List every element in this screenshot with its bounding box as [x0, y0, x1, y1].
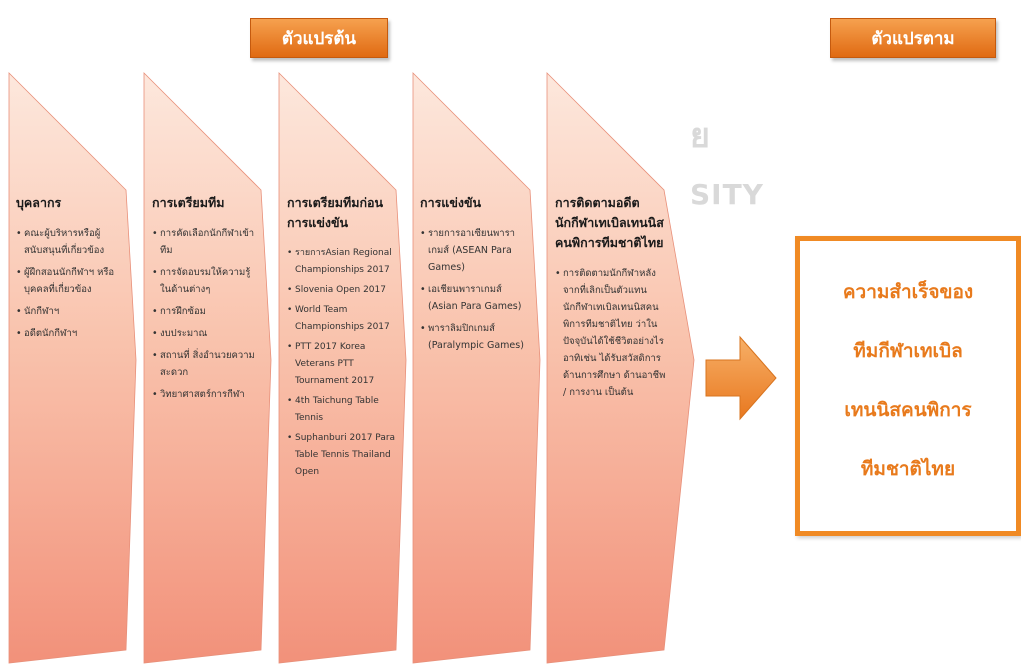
column-title: การเตรียมทีมก่อนการแข่งขัน — [287, 195, 384, 230]
column-title: การแข่งขัน — [420, 195, 482, 210]
watermark-text-2: SITY — [690, 178, 764, 211]
column-competition: การแข่งขัน รายการอาเซียนพาราเกมส์ (ASEAN… — [420, 193, 528, 359]
list-item: เอเชียนพาราเกมส์ (Asian Para Games) — [420, 281, 528, 315]
list-item: การคัดเลือกนักกีฬาเข้าทีม — [152, 225, 260, 259]
list-item: งบประมาณ — [152, 325, 260, 342]
column-title: การเตรียมทีม — [152, 195, 225, 210]
list-item: วิทยาศาสตร์การกีฬา — [152, 386, 260, 403]
result-line-3: เทนนิสคนพิการ — [844, 399, 972, 421]
column-pre-competition: การเตรียมทีมก่อนการแข่งขัน รายการAsian R… — [287, 193, 399, 484]
column-personnel: บุคลากร คณะผู้บริหารหรือผู้สนับสนุนที่เก… — [16, 193, 128, 347]
list-item: PTT 2017 Korea Veterans PTT Tournament 2… — [287, 339, 399, 390]
list-item: สถานที่ สิ่งอำนวยความสะดวก — [152, 347, 260, 381]
list-item: อดีตนักกีฬาฯ — [16, 325, 128, 342]
list-item: 4th Taichung Table Tennis — [287, 393, 399, 427]
list-item: การฝึกซ้อม — [152, 303, 260, 320]
list-item: World Team Championships 2017 — [287, 302, 399, 336]
result-line-1: ความสำเร็จของ — [842, 281, 974, 303]
list-item: คณะผู้บริหารหรือผู้สนับสนุนที่เกี่ยวข้อง — [16, 225, 128, 259]
list-item: ผู้ฝึกสอนนักกีฬาฯ หรือบุคคลที่เกี่ยวข้อง — [16, 264, 128, 298]
list-item: รายการอาเซียนพาราเกมส์ (ASEAN Para Games… — [420, 225, 528, 276]
column-team-preparation: การเตรียมทีม การคัดเลือกนักกีฬาเข้าทีม ก… — [152, 193, 260, 408]
independent-variable-header: ตัวแปรต้น — [250, 18, 388, 58]
chevron-1 — [8, 72, 137, 664]
list-item: Slovenia Open 2017 — [287, 282, 399, 299]
dependent-variable-text: ความสำเร็จของ ทีมกีฬาเทเบิล เทนนิสคนพิกา… — [800, 263, 1016, 499]
watermark-text-1: ย — [690, 116, 710, 156]
dependent-variable-header: ตัวแปรตาม — [830, 18, 996, 58]
right-arrow-icon — [705, 335, 777, 421]
list-item: การจัดอบรมให้ความรู้ในด้านต่างๆ — [152, 264, 260, 298]
column-list: การติดตามนักกีฬาหลังจากที่เลิกเป็นตัวแทน… — [555, 265, 667, 401]
dependent-variable-box: ความสำเร็จของ ทีมกีฬาเทเบิล เทนนิสคนพิกา… — [795, 236, 1021, 536]
column-list: รายการAsian Regional Championships 2017 … — [287, 245, 399, 481]
column-title: การติดตามอดีตนักกีฬาเทเบิลเทนนิสคนพิการท… — [555, 195, 664, 250]
result-line-4: ทีมชาติไทย — [860, 458, 956, 480]
column-list: การคัดเลือกนักกีฬาเข้าทีม การจัดอบรมให้ค… — [152, 225, 260, 403]
list-item: รายการAsian Regional Championships 2017 — [287, 245, 399, 279]
chevron-4 — [412, 72, 541, 664]
column-list: คณะผู้บริหารหรือผู้สนับสนุนที่เกี่ยวข้อง… — [16, 225, 128, 342]
list-item: Suphanburi 2017 Para Table Tennis Thaila… — [287, 430, 399, 481]
list-item: นักกีฬาฯ — [16, 303, 128, 320]
column-title: บุคลากร — [16, 195, 62, 210]
result-line-2: ทีมกีฬาเทเบิล — [853, 340, 963, 362]
list-item: การติดตามนักกีฬาหลังจากที่เลิกเป็นตัวแทน… — [555, 265, 667, 401]
column-list: รายการอาเซียนพาราเกมส์ (ASEAN Para Games… — [420, 225, 528, 354]
column-former-athlete-tracking: การติดตามอดีตนักกีฬาเทเบิลเทนนิสคนพิการท… — [555, 193, 667, 406]
list-item: พาราลิมปิกเกมส์ (Paralympic Games) — [420, 320, 528, 354]
